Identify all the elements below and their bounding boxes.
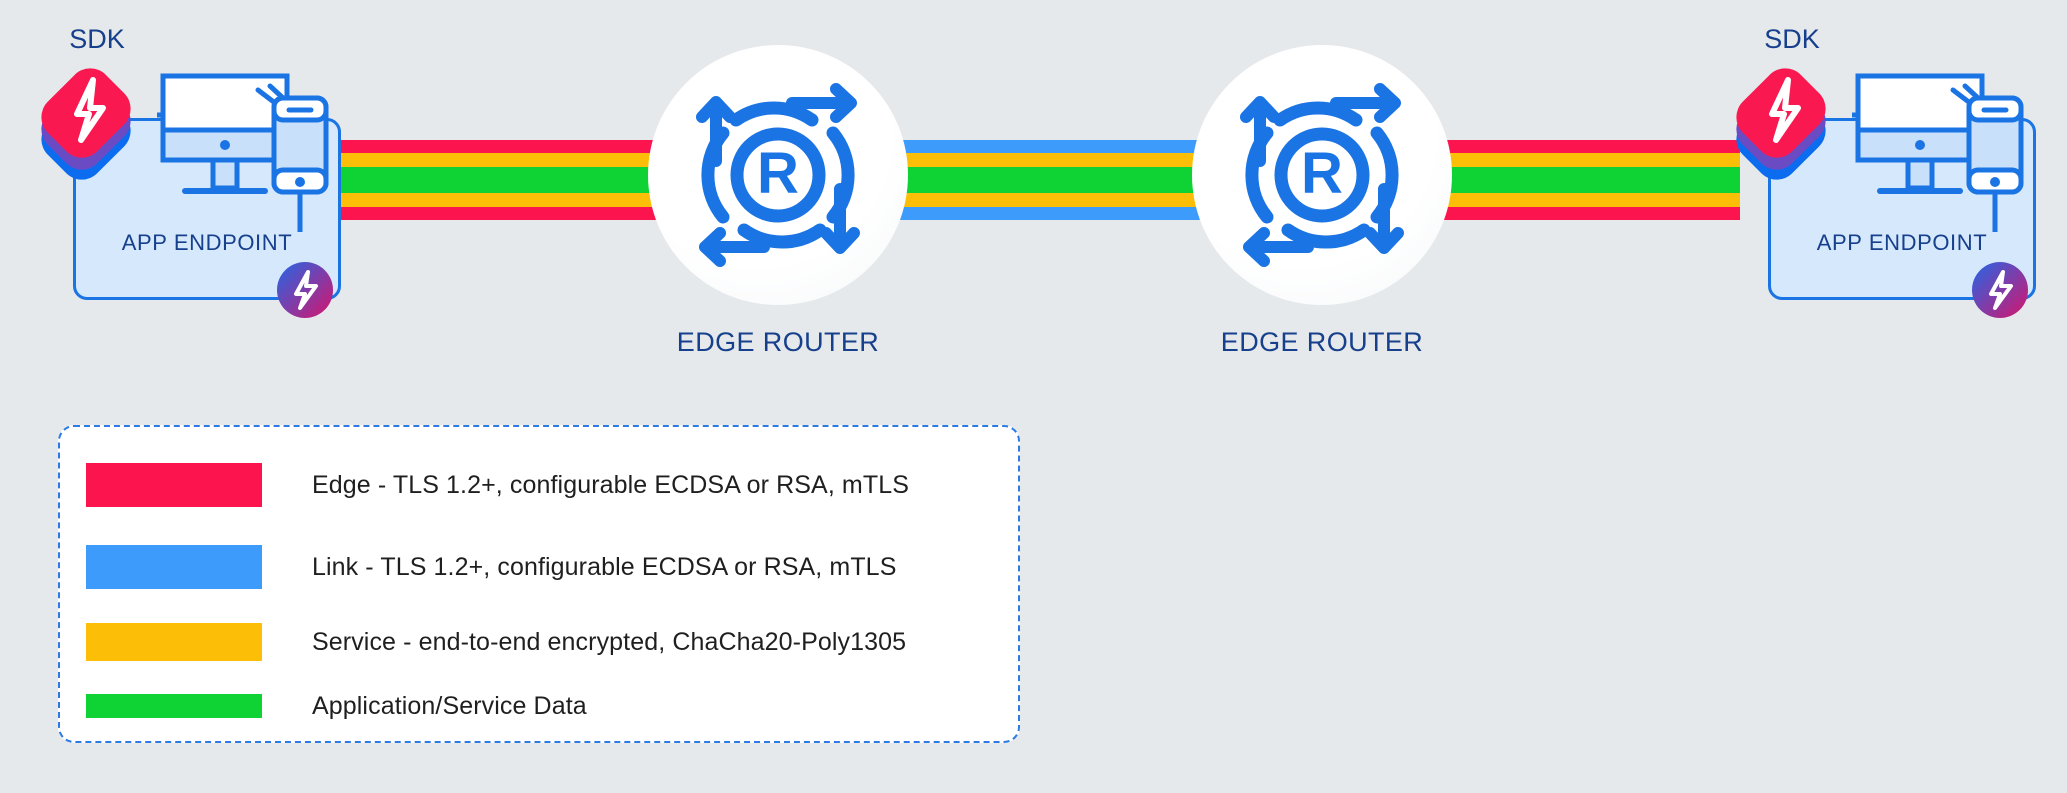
app-endpoint-right-label: APP ENDPOINT <box>1816 230 1988 255</box>
legend-label-service: Service - end-to-end encrypted, ChaCha20… <box>312 627 907 656</box>
legend-panel: Edge - TLS 1.2+, configurable ECDSA or R… <box>58 425 1020 743</box>
sdk-stack-icon <box>1736 68 1826 180</box>
sdk-left-label: SDK <box>69 24 125 54</box>
legend-label-link: Link - TLS 1.2+, configurable ECDSA or R… <box>312 552 897 581</box>
legend-swatch-data <box>86 694 262 718</box>
node-edge-router-left[interactable]: R EDGE ROUTER <box>648 45 908 357</box>
edge-router-right-label: EDGE ROUTER <box>1220 327 1424 357</box>
legend-label-data: Application/Service Data <box>312 691 587 720</box>
router-circular-arrows-icon: R <box>1240 83 1404 267</box>
node-app-endpoint-left[interactable]: APP ENDPOINT SDK <box>41 24 345 320</box>
legend-swatch-service <box>86 623 262 661</box>
node-edge-router-right[interactable]: R EDGE ROUTER <box>1192 45 1452 357</box>
legend-swatch-link <box>86 545 262 589</box>
svg-text:R: R <box>1301 141 1343 206</box>
legend-item-service: Service - end-to-end encrypted, ChaCha20… <box>86 617 998 667</box>
legend-item-data: Application/Service Data <box>86 681 998 731</box>
endpoint-devices-group <box>1852 73 2024 232</box>
svg-text:R: R <box>757 141 799 206</box>
node-app-endpoint-right[interactable]: APP ENDPOINT SDK <box>1736 24 2040 320</box>
ziti-badge-icon <box>277 262 333 318</box>
legend-swatch-edge <box>86 463 262 507</box>
endpoint-devices-group <box>157 73 329 232</box>
router-disc <box>648 45 908 305</box>
ziti-badge-icon <box>1972 262 2028 318</box>
legend-label-edge: Edge - TLS 1.2+, configurable ECDSA or R… <box>312 470 909 499</box>
edge-router-left-label: EDGE ROUTER <box>676 327 880 357</box>
app-endpoint-left-label: APP ENDPOINT <box>121 230 293 255</box>
router-disc <box>1192 45 1452 305</box>
legend-item-edge: Edge - TLS 1.2+, configurable ECDSA or R… <box>86 460 998 510</box>
legend-item-link: Link - TLS 1.2+, configurable ECDSA or R… <box>86 542 998 592</box>
router-circular-arrows-icon: R <box>696 83 860 267</box>
sdk-stack-icon <box>41 68 131 180</box>
sdk-right-label: SDK <box>1764 24 1820 54</box>
